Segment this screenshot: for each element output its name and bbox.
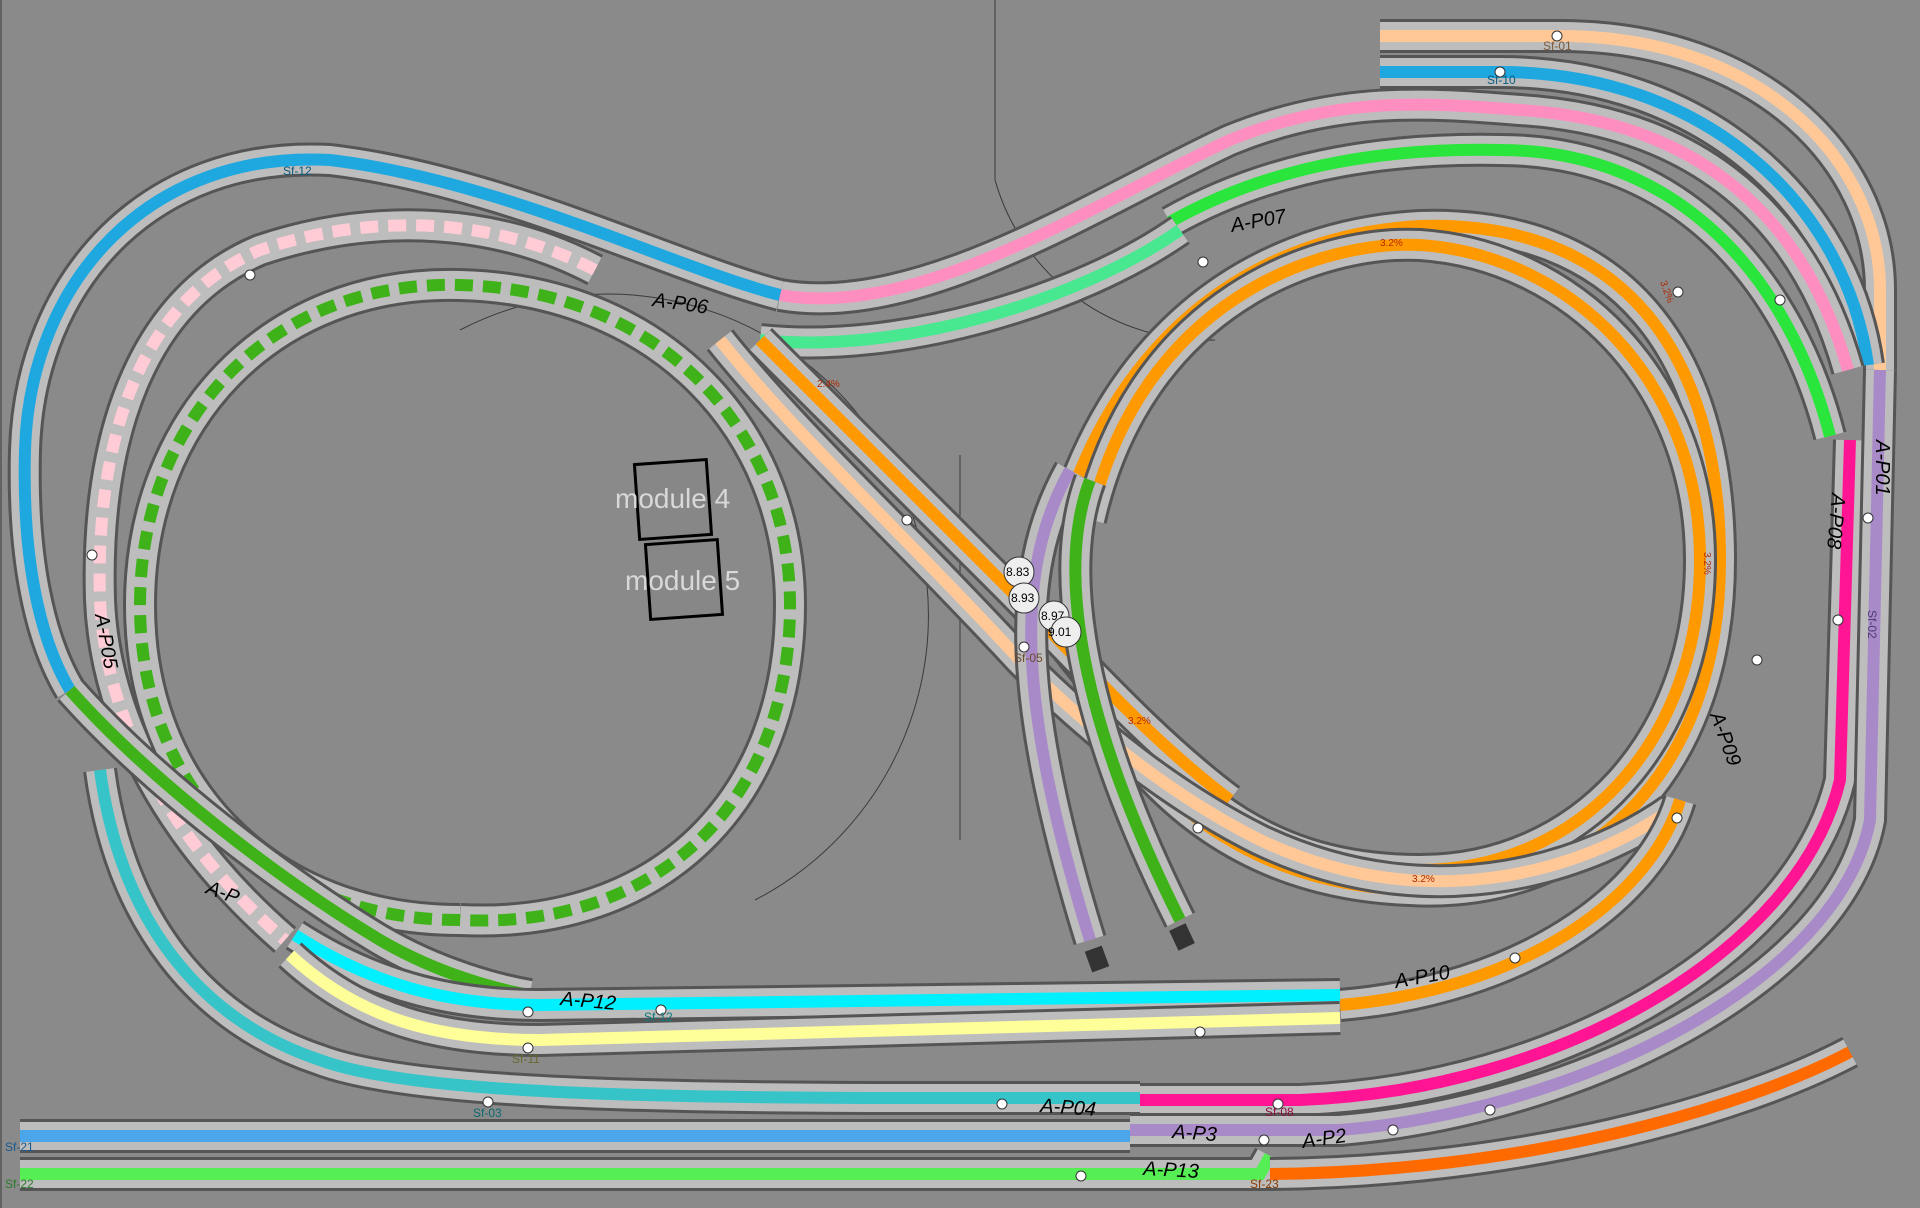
section-marker[interactable] [1018, 641, 1030, 653]
section-marker[interactable] [1484, 1104, 1496, 1116]
section-marker[interactable] [1774, 294, 1786, 306]
height-marker[interactable]: 8.93 [1008, 582, 1040, 614]
section-marker[interactable] [1075, 1170, 1087, 1182]
section-label[interactable]: Sf-08 [1265, 1105, 1294, 1119]
svg-text:3.2%: 3.2% [1701, 552, 1712, 575]
svg-text:3.2%: 3.2% [1412, 874, 1435, 885]
section-marker[interactable] [1258, 1134, 1270, 1146]
section-marker[interactable] [655, 1004, 667, 1016]
section-labels: Sf-01 Sf-10 Sf-12 Sf-12 Sf-11 Sf-03 Sf-0… [5, 39, 1879, 1191]
module-5-label: module 5 [625, 565, 740, 596]
section-marker[interactable] [244, 269, 256, 281]
buffer-stop [1169, 923, 1195, 951]
tracks [7, 19, 1897, 1191]
track-sf12-blue[interactable] [7, 142, 785, 699]
height-marker[interactable]: 9.01 [1048, 616, 1082, 648]
section-marker[interactable] [522, 1042, 534, 1054]
section-marker[interactable] [996, 1098, 1008, 1110]
module-5[interactable]: module 5 [625, 537, 740, 622]
height-marker[interactable]: 8.83 [1003, 556, 1035, 588]
track-orange-diag[interactable] [747, 327, 1241, 814]
track-purple[interactable] [1130, 369, 1897, 1147]
section-label[interactable]: Sf-12 [283, 164, 312, 178]
module-4-label: module 4 [615, 483, 730, 514]
track-sf01[interactable] [1380, 19, 1897, 370]
svg-text:8.83: 8.83 [1006, 565, 1030, 579]
track-sf10[interactable] [1380, 55, 1885, 368]
point-label-ap03[interactable]: A-P3 [1171, 1121, 1218, 1146]
track-purple-left[interactable] [1014, 461, 1107, 945]
track-green-upper[interactable] [1161, 132, 1847, 441]
section-label[interactable]: Sf-03 [473, 1106, 502, 1120]
grade-labels: 3.2% 2.4% 3.2% 3.2% 3.2% 3.2% [817, 238, 1712, 885]
point-label-ap04[interactable]: A-P04 [1039, 1095, 1097, 1121]
section-label[interactable]: Sf-22 [5, 1177, 34, 1191]
section-marker[interactable] [1194, 1026, 1206, 1038]
section-marker[interactable] [1509, 952, 1521, 964]
buffer-stop [1084, 945, 1110, 973]
section-label[interactable]: Sf-10 [1487, 73, 1516, 87]
section-marker[interactable] [1672, 286, 1684, 298]
section-label[interactable]: Sf-21 [5, 1140, 34, 1154]
track-peach-diag[interactable] [706, 329, 1680, 899]
section-marker[interactable] [901, 514, 913, 526]
section-label[interactable]: Sf-23 [1250, 1177, 1279, 1191]
section-marker[interactable] [1862, 512, 1874, 524]
track-magenta[interactable] [1140, 439, 1867, 1117]
track-mint[interactable] [758, 216, 1190, 360]
point-label-ap08[interactable]: A-P08 [1822, 492, 1849, 550]
section-label[interactable]: Sf-02 [1865, 610, 1879, 639]
section-label[interactable]: Sf-12 [644, 1010, 673, 1024]
section-label[interactable]: Sf-01 [1543, 39, 1572, 53]
section-marker[interactable] [522, 1006, 534, 1018]
section-marker[interactable] [1832, 614, 1844, 626]
height-markers: 8.83 8.93 8.97 9.01 [1003, 556, 1082, 648]
svg-text:2.4%: 2.4% [817, 379, 840, 390]
section-marker[interactable] [1551, 30, 1563, 42]
section-marker[interactable] [1751, 654, 1763, 666]
section-marker[interactable] [1387, 1124, 1399, 1136]
section-marker[interactable] [482, 1096, 494, 1108]
section-marker[interactable] [1494, 66, 1506, 78]
section-marker[interactable] [86, 549, 98, 561]
section-marker[interactable] [1192, 822, 1204, 834]
section-marker[interactable] [1197, 256, 1209, 268]
track-yellow[interactable] [278, 942, 1341, 1058]
track-sf22[interactable] [20, 1147, 1285, 1191]
point-label-ap12[interactable]: A-P12 [559, 988, 617, 1015]
track-darkgreen-diag[interactable] [57, 678, 533, 1012]
track-sf23[interactable] [1269, 1036, 1858, 1191]
svg-text:3.2%: 3.2% [1128, 716, 1151, 727]
point-label-ap01[interactable]: A-P01 [1871, 439, 1893, 496]
track-cyan[interactable] [285, 920, 1341, 1023]
section-marker[interactable] [1272, 1098, 1284, 1110]
track-orange-p10[interactable] [1338, 794, 1697, 1022]
section-label[interactable]: Sf-05 [1014, 651, 1043, 665]
svg-text:3.2%: 3.2% [1380, 238, 1403, 249]
track-pink-upper[interactable] [777, 87, 1865, 375]
section-label[interactable]: Sf-11 [512, 1052, 540, 1066]
track-teal[interactable] [83, 767, 1140, 1115]
module-4[interactable]: module 4 [615, 457, 730, 542]
track-green-left[interactable] [1058, 474, 1196, 928]
point-label-ap13[interactable]: A-P13 [1142, 1158, 1200, 1183]
svg-text:8.93: 8.93 [1011, 591, 1035, 605]
section-marker[interactable] [1671, 812, 1683, 824]
track-darkgreen-circle[interactable] [122, 267, 808, 938]
svg-text:9.01: 9.01 [1048, 625, 1072, 639]
